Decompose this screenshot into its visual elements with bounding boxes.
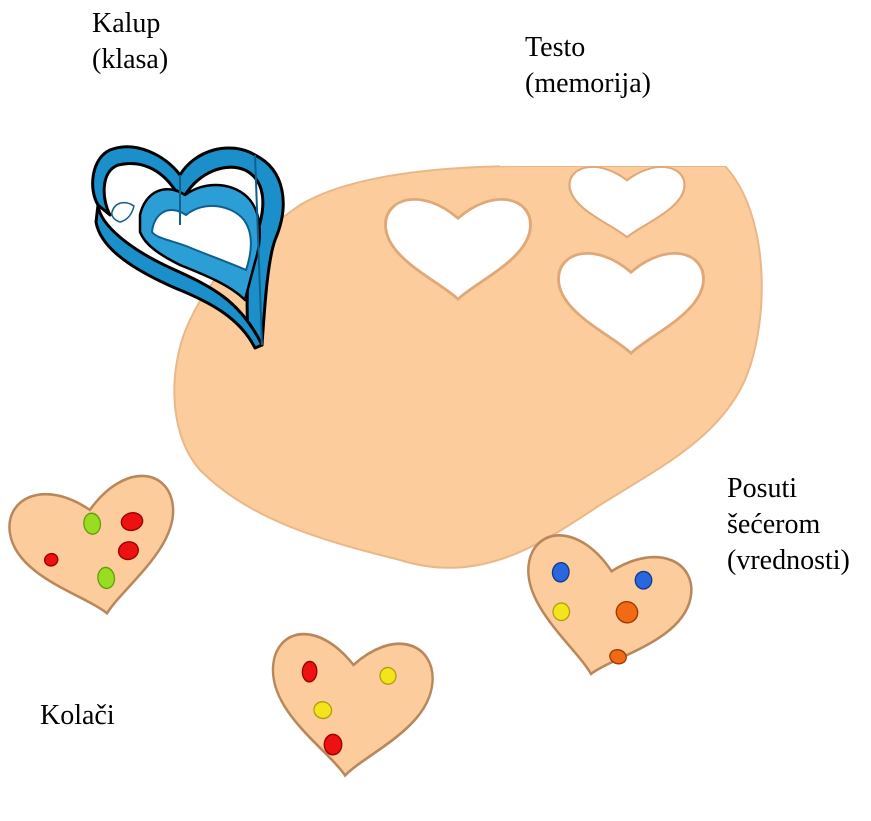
label-kalup-line-1: Kalup (92, 6, 168, 42)
label-kolaci: Kolači (40, 698, 115, 734)
label-kalup: Kalup (klasa) (92, 6, 168, 78)
dough-top-cut (500, 140, 740, 166)
cookie-left (5, 471, 189, 629)
label-kolaci-line-1: Kolači (40, 698, 115, 734)
heart-cookie-cutter-icon (93, 147, 284, 348)
cookie-bottom (265, 631, 435, 783)
label-posuti-line-1: Posuti (727, 471, 850, 507)
label-posuti-line-3: (vrednosti) (727, 543, 850, 579)
sprinkle-red (323, 734, 342, 756)
label-kalup-line-2: (klasa) (92, 42, 168, 78)
label-testo: Testo (memorija) (525, 30, 651, 102)
cutter-left-gap (112, 203, 134, 222)
label-posuti: Posuti šećerom (vrednosti) (727, 471, 850, 579)
sprinkle-yellow (379, 667, 396, 685)
cookie-right (510, 529, 697, 692)
label-posuti-line-2: šećerom (727, 507, 850, 543)
label-testo-line-2: (memorija) (525, 66, 651, 102)
label-testo-line-1: Testo (525, 30, 651, 66)
